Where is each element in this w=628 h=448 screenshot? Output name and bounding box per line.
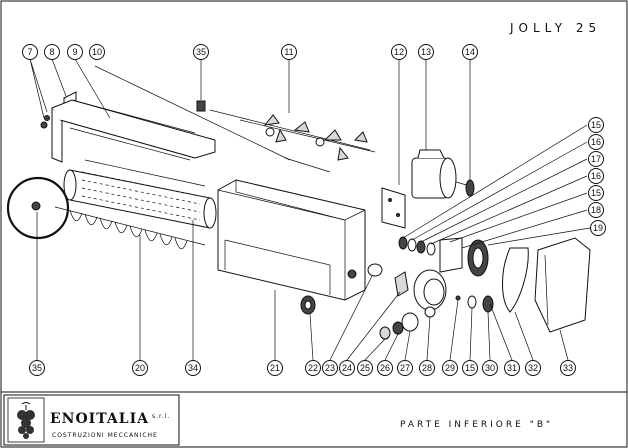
- callout-11: 11: [281, 44, 297, 60]
- enoitalia-logo-icon: [7, 397, 45, 443]
- svg-text:27: 27: [400, 363, 410, 373]
- part-belt: [502, 247, 529, 313]
- callout-7: 7: [22, 44, 38, 60]
- svg-text:31: 31: [507, 363, 517, 373]
- title-block: ENOITALIA s.r.l. COSTRUZIONI MECCANICHE …: [1, 391, 627, 446]
- part-motor: [411, 149, 471, 199]
- part-rod: [209, 109, 371, 173]
- part-paddle-shaft: [239, 114, 376, 161]
- svg-text:35: 35: [196, 47, 206, 57]
- part-nut-top: [196, 100, 206, 112]
- callout-23: 23: [322, 360, 338, 376]
- svg-text:34: 34: [188, 363, 198, 373]
- callout-21: 21: [267, 360, 283, 376]
- svg-text:35: 35: [32, 363, 42, 373]
- callout-9: 9: [67, 44, 83, 60]
- svg-text:19: 19: [593, 223, 603, 233]
- svg-text:26: 26: [380, 363, 390, 373]
- svg-text:17: 17: [591, 154, 601, 164]
- callout-30: 30: [482, 360, 498, 376]
- callout-10: 10: [89, 44, 105, 60]
- part-perforated-cylinder: [63, 159, 217, 229]
- leader-10: [94, 65, 291, 161]
- svg-text:30: 30: [485, 363, 495, 373]
- svg-text:16: 16: [591, 137, 601, 147]
- svg-text:18: 18: [591, 205, 601, 215]
- svg-text:10: 10: [92, 47, 102, 57]
- callout-20: 20: [132, 360, 148, 376]
- svg-text:11: 11: [284, 47, 293, 57]
- svg-text:25: 25: [360, 363, 370, 373]
- callout-15-c: 15: [462, 360, 478, 376]
- brand-name: ENOITALIA: [50, 411, 149, 427]
- part-auger: [54, 206, 206, 250]
- svg-text:12: 12: [394, 47, 404, 57]
- part-bushing: [367, 263, 383, 277]
- part-screws: [40, 115, 50, 129]
- part-bearings-stack: [398, 236, 436, 256]
- callout-26: 26: [377, 360, 393, 376]
- callout-33: 33: [560, 360, 576, 376]
- callout-22: 22: [305, 360, 321, 376]
- svg-text:24: 24: [342, 363, 352, 373]
- callout-15-a: 15: [588, 117, 604, 133]
- svg-text:21: 21: [270, 363, 280, 373]
- callout-19: 19: [590, 220, 606, 236]
- callout-13: 13: [418, 44, 434, 60]
- part-pump-assembly: [379, 269, 447, 340]
- svg-text:14: 14: [465, 47, 475, 57]
- callout-34: 34: [185, 360, 201, 376]
- part-belt-guard: [534, 237, 591, 333]
- callout-25: 25: [357, 360, 373, 376]
- callout-35-top: 35: [193, 44, 209, 60]
- callout-18: 18: [588, 202, 604, 218]
- callout-27: 27: [397, 360, 413, 376]
- callout-24: 24: [339, 360, 355, 376]
- svg-text:7: 7: [27, 47, 32, 57]
- svg-text:15: 15: [465, 363, 475, 373]
- svg-text:9: 9: [72, 47, 77, 57]
- callout-15-b: 15: [588, 185, 604, 201]
- part-motor-pulley: [465, 179, 475, 197]
- callout-32: 32: [525, 360, 541, 376]
- part-gear: [300, 295, 316, 315]
- part-base-hopper: [217, 179, 366, 301]
- svg-text:16: 16: [591, 171, 601, 181]
- brand-tagline: COSTRUZIONI MECCANICHE: [52, 432, 158, 439]
- part-cover-plate: [51, 99, 216, 163]
- drawing-title: JOLLY 25: [509, 21, 601, 35]
- svg-text:23: 23: [325, 363, 335, 373]
- callout-29: 29: [442, 360, 458, 376]
- svg-text:22: 22: [308, 363, 318, 373]
- callout-12: 12: [391, 44, 407, 60]
- part-drive-pulley: [439, 237, 489, 277]
- brand-suffix: s.r.l.: [152, 413, 170, 420]
- part-motor-plate: [381, 187, 406, 229]
- part-nut-left: [6, 176, 70, 240]
- callout-17: 17: [588, 151, 604, 167]
- svg-text:20: 20: [135, 363, 145, 373]
- svg-text:13: 13: [421, 47, 431, 57]
- callout-31: 31: [504, 360, 520, 376]
- callout-28: 28: [419, 360, 435, 376]
- callout-16-b: 16: [588, 168, 604, 184]
- svg-text:28: 28: [422, 363, 432, 373]
- svg-text:29: 29: [445, 363, 455, 373]
- svg-text:8: 8: [49, 47, 54, 57]
- callout-16-a: 16: [588, 134, 604, 150]
- svg-text:32: 32: [528, 363, 538, 373]
- callout-8: 8: [44, 44, 60, 60]
- svg-text:33: 33: [563, 363, 573, 373]
- svg-text:15: 15: [591, 120, 601, 130]
- svg-text:15: 15: [591, 188, 601, 198]
- leader-lines: [29, 58, 591, 361]
- sheet-caption: PARTE INFERIORE "B": [400, 420, 553, 430]
- callout-35-bottom: 35: [29, 360, 45, 376]
- part-small-bearings: [455, 295, 494, 313]
- callout-14: 14: [462, 44, 478, 60]
